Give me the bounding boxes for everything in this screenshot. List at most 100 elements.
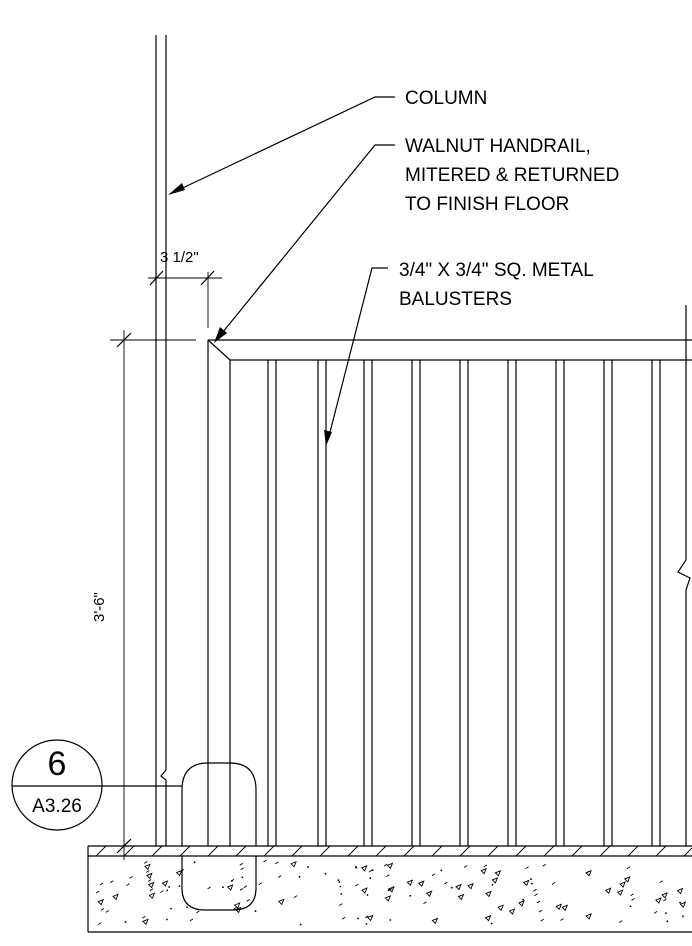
aggregate-mark <box>100 908 105 911</box>
aggregate-mark <box>126 883 130 886</box>
aggregate-mark <box>239 862 244 866</box>
aggregate-mark <box>364 915 369 919</box>
aggregate-mark <box>178 885 181 888</box>
hatch-mark <box>319 845 331 857</box>
aggregate-mark <box>233 906 237 910</box>
aggregate-mark <box>146 872 153 880</box>
aggregate-mark <box>193 861 196 864</box>
hatch-mark <box>375 845 387 857</box>
aggregate-mark <box>406 879 414 886</box>
aggregate-mark <box>341 916 346 920</box>
aggregate-mark <box>168 886 170 888</box>
aggregate-mark <box>337 879 340 882</box>
aggregate-mark <box>490 922 493 925</box>
aggregate-mark <box>536 900 541 904</box>
aggregate-mark <box>518 900 525 907</box>
aggregate-mark <box>679 901 687 908</box>
aggregate-mark <box>99 882 104 886</box>
aggregate-mark <box>604 887 612 895</box>
aggregate-mark <box>508 908 516 915</box>
aggregate-mark <box>298 875 301 878</box>
aggregate-mark <box>147 881 155 889</box>
aggregate-mark <box>440 869 443 872</box>
aggregate-mark <box>258 882 263 885</box>
aggregate-mark <box>522 879 530 887</box>
column-offset-dimension <box>148 270 222 328</box>
aggregate-mark <box>623 876 631 883</box>
aggregate-mark <box>355 883 359 887</box>
aggregate-mark <box>388 886 395 893</box>
aggregate-mark <box>142 915 146 919</box>
aggregate-mark <box>233 902 241 909</box>
aggregate-mark <box>360 864 368 872</box>
aggregate-mark <box>275 861 279 865</box>
aggregate-mark <box>533 888 537 892</box>
aggregate-mark <box>463 865 468 868</box>
aggregate-mark <box>186 906 189 909</box>
aggregate-mark <box>369 877 372 879</box>
aggregate-mark <box>246 899 250 902</box>
aggregate-mark <box>307 866 309 868</box>
rail-height-dimension <box>110 330 196 860</box>
detail-tag-sheet: A3.26 <box>32 796 82 817</box>
aggregate-mark <box>444 881 448 885</box>
aggregate-mark <box>483 864 488 868</box>
hatch-mark <box>123 845 135 857</box>
column-offset-text: 3 1/2" <box>160 249 199 266</box>
aggregate-mark <box>417 880 425 887</box>
aggregate-mark <box>585 871 590 874</box>
aggregate-mark <box>542 863 546 867</box>
aggregate-mark <box>365 922 368 925</box>
aggregate-mark <box>384 895 392 902</box>
aggregate-mark <box>207 886 211 890</box>
hatch-mark <box>403 845 415 857</box>
aggregate-mark <box>655 897 662 904</box>
aggregate-mark <box>243 885 248 889</box>
aggregate-mark <box>357 917 359 920</box>
hatch-mark <box>487 845 499 857</box>
floor-slab <box>87 845 692 933</box>
hatch-mark <box>627 845 639 857</box>
aggregate-mark <box>630 893 634 897</box>
break-symbol <box>677 305 691 846</box>
balusters-leader <box>324 267 388 446</box>
hatch-mark <box>655 845 667 857</box>
aggregate-mark <box>97 922 102 925</box>
aggregate-mark <box>616 889 624 896</box>
hatch-mark <box>179 845 191 857</box>
aggregate-mark <box>629 905 632 908</box>
aggregate-mark <box>561 904 569 912</box>
aggregate-mark <box>665 912 667 915</box>
aggregate-mark <box>293 895 298 898</box>
aggregate-mark <box>425 890 433 897</box>
aggregate-mark <box>170 907 172 910</box>
aggregate-mark <box>387 889 390 891</box>
aggregate-mark <box>560 918 564 921</box>
aggregate-mark <box>485 890 492 898</box>
aggregate-mark <box>166 889 169 892</box>
aggregate-mark <box>254 910 257 912</box>
hatch-mark <box>95 845 107 857</box>
handrail <box>207 339 692 846</box>
aggregate-mark <box>147 879 152 882</box>
aggregate-mark <box>653 910 658 914</box>
aggregate-mark <box>663 898 667 902</box>
aggregate-mark <box>230 878 235 882</box>
column-callout: COLUMN <box>405 88 487 109</box>
aggregate-mark <box>149 888 154 892</box>
aggregate-mark <box>386 862 394 870</box>
aggregate-mark <box>95 890 100 894</box>
aggregate-mark <box>585 913 592 920</box>
hatch-mark <box>235 845 247 857</box>
aggregate-mark <box>160 890 164 893</box>
hatch-mark <box>347 845 359 857</box>
aggregate-mark <box>189 918 194 922</box>
aggregate-mark <box>226 884 234 891</box>
handrail-callout-line-1: WALNUT HANDRAIL, <box>405 136 591 157</box>
hatch-mark <box>291 845 303 857</box>
handrail-return-loop <box>181 762 257 911</box>
hatch-mark <box>151 845 163 857</box>
aggregate-mark <box>389 919 392 921</box>
aggregate-mark <box>497 904 504 912</box>
aggregate-mark <box>338 903 343 906</box>
